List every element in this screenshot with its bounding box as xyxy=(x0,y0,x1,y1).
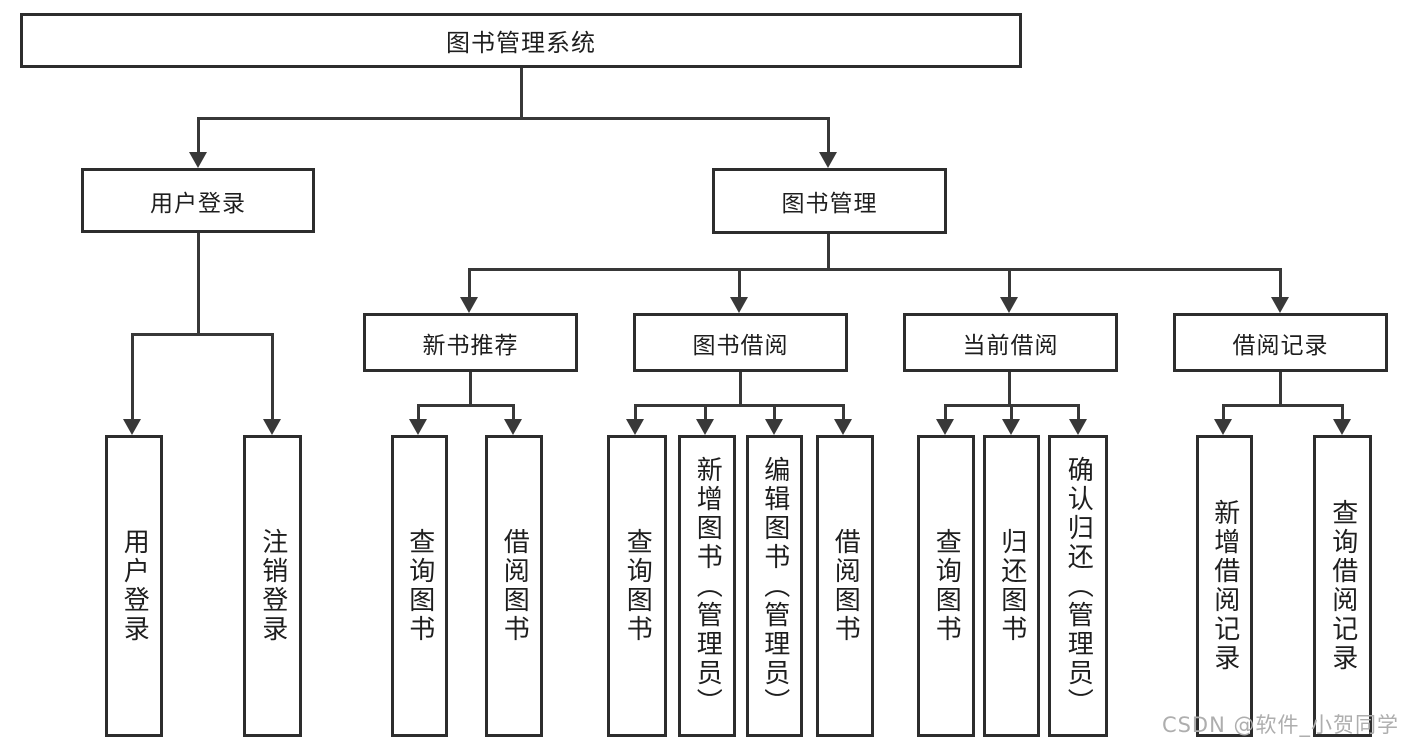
connector-line xyxy=(271,333,274,420)
node-user-login: 用户登录 xyxy=(81,168,315,233)
connector-line xyxy=(131,333,274,336)
connector-line xyxy=(468,268,471,299)
connector-line xyxy=(773,404,776,421)
connector-line xyxy=(739,372,742,406)
connector-line xyxy=(469,268,1282,271)
node-label: 图书管理 xyxy=(781,191,878,217)
node-confirm-return-admin: 确认归还（管理员） xyxy=(1048,435,1108,737)
arrowhead-down xyxy=(263,419,281,435)
node-current-borrow: 当前借阅 xyxy=(903,313,1118,372)
node-user-login-leaf: 用户登录 xyxy=(105,435,163,737)
arrowhead-down xyxy=(1333,419,1351,435)
arrowhead-down xyxy=(409,419,427,435)
node-root: 图书管理系统 xyxy=(20,13,1022,68)
arrowhead-down xyxy=(1000,297,1018,313)
node-query-books-recommend: 查询图书 xyxy=(391,435,448,737)
node-borrow-records: 借阅记录 xyxy=(1173,313,1388,372)
node-return-book: 归还图书 xyxy=(983,435,1040,737)
csdn-watermark: CSDN @软件_小贺同学 xyxy=(1161,713,1399,737)
node-label: 借阅图书 xyxy=(830,528,861,644)
node-borrow-books-leaf: 借阅图书 xyxy=(816,435,874,737)
arrowhead-down xyxy=(1271,297,1289,313)
connector-line xyxy=(1279,268,1282,299)
connector-line xyxy=(944,404,947,421)
node-query-books-borrow: 查询图书 xyxy=(607,435,667,737)
connector-line xyxy=(197,117,200,153)
arrowhead-down xyxy=(123,419,141,435)
connector-line xyxy=(512,404,515,421)
node-label: 新书推荐 xyxy=(422,332,519,359)
node-borrow-books-recommend: 借阅图书 xyxy=(485,435,543,737)
node-add-borrow-record: 新增借阅记录 xyxy=(1196,435,1253,737)
arrowhead-down xyxy=(765,419,783,435)
connector-line xyxy=(634,404,845,407)
node-label: 用户登录 xyxy=(150,190,246,217)
node-book-management: 图书管理 xyxy=(712,168,947,234)
arrowhead-down xyxy=(189,152,207,168)
connector-line xyxy=(1077,404,1080,421)
arrowhead-down xyxy=(730,297,748,313)
connector-line xyxy=(1008,268,1011,299)
node-label: 查询图书 xyxy=(404,528,435,644)
node-label: 编辑图书（管理员） xyxy=(759,455,790,717)
node-query-borrow-record: 查询借阅记录 xyxy=(1313,435,1372,737)
node-new-book-recommend: 新书推荐 xyxy=(363,313,578,372)
node-label: 借阅图书 xyxy=(499,528,530,644)
node-edit-book-admin: 编辑图书（管理员） xyxy=(746,435,803,737)
node-label: 图书借阅 xyxy=(692,332,789,359)
node-label: 新增借阅记录 xyxy=(1209,499,1240,673)
connector-line xyxy=(469,372,472,406)
node-label: 归还图书 xyxy=(996,528,1027,644)
connector-line xyxy=(634,404,637,421)
node-label: 查询图书 xyxy=(931,528,962,644)
node-logout: 注销登录 xyxy=(243,435,302,737)
connector-line xyxy=(827,234,830,270)
node-query-books-current: 查询图书 xyxy=(917,435,975,737)
connector-line xyxy=(1279,372,1282,406)
node-add-book-admin: 新增图书（管理员） xyxy=(678,435,736,737)
arrowhead-down xyxy=(626,419,644,435)
connector-line xyxy=(842,404,845,421)
arrowhead-down xyxy=(460,297,478,313)
connector-line xyxy=(1222,404,1343,407)
connector-line xyxy=(520,68,523,118)
arrowhead-down xyxy=(936,419,954,435)
node-label: 注销登录 xyxy=(257,528,288,644)
connector-line xyxy=(827,117,830,153)
arrowhead-down xyxy=(819,152,837,168)
connector-line xyxy=(417,404,515,407)
node-label: 查询借阅记录 xyxy=(1327,499,1358,673)
arrowhead-down xyxy=(834,419,852,435)
connector-line xyxy=(1222,404,1225,421)
connector-line xyxy=(197,117,830,120)
connector-line xyxy=(1341,404,1344,421)
arrowhead-down xyxy=(1002,419,1020,435)
connector-line xyxy=(1008,372,1011,406)
node-label: 当前借阅 xyxy=(962,332,1059,359)
arrowhead-down xyxy=(696,419,714,435)
arrowhead-down xyxy=(1214,419,1232,435)
arrowhead-down xyxy=(1069,419,1087,435)
connector-line xyxy=(131,333,134,420)
connector-line xyxy=(417,404,420,421)
connector-line xyxy=(1010,404,1013,421)
node-label: 查询图书 xyxy=(622,528,653,644)
arrowhead-down xyxy=(504,419,522,435)
node-label: 图书管理系统 xyxy=(446,29,596,57)
node-book-borrow: 图书借阅 xyxy=(633,313,848,372)
connector-line xyxy=(738,268,741,299)
node-label: 借阅记录 xyxy=(1232,332,1329,359)
node-label: 确认归还（管理员） xyxy=(1063,455,1094,717)
node-label: 新增图书（管理员） xyxy=(692,455,723,717)
connector-line xyxy=(197,233,200,333)
connector-line xyxy=(704,404,707,421)
node-label: 用户登录 xyxy=(119,528,150,644)
